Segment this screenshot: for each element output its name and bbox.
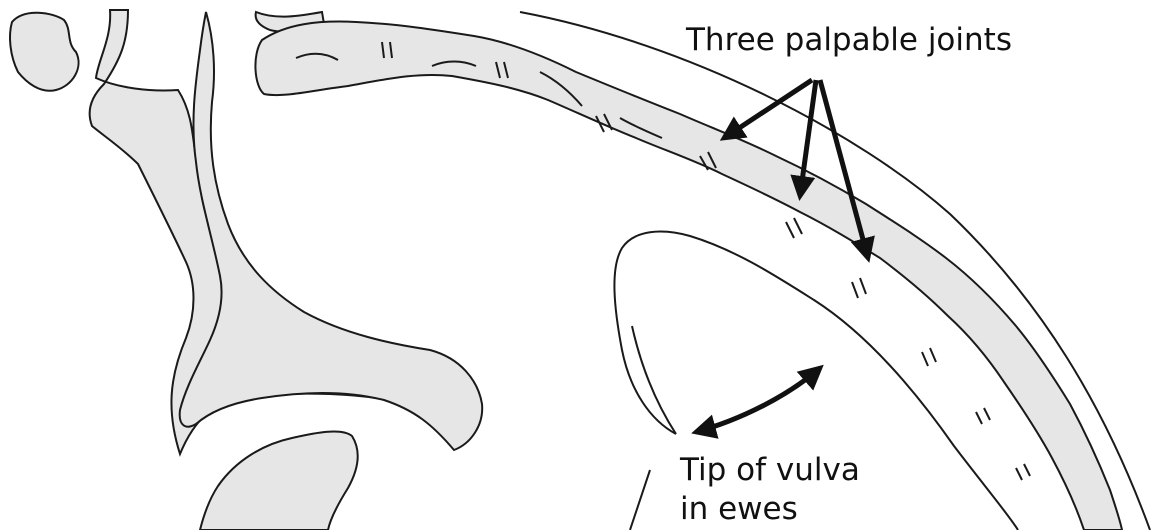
label-three-palpable-joints: Three palpable joints	[686, 22, 1012, 58]
arrow-joint-1	[724, 80, 812, 138]
femur-bone-lower-left	[200, 432, 358, 530]
joint-mark	[1016, 464, 1030, 480]
joint-mark	[922, 348, 936, 366]
label-in-ewes: in ewes	[680, 491, 798, 527]
joint-mark	[852, 278, 866, 298]
label-tip-of-vulva: Tip of vulva	[680, 452, 860, 488]
pelvic-bone-fragment-top-left	[10, 13, 79, 91]
vulva-lower-line	[630, 470, 650, 530]
double-headed-arrow	[696, 368, 820, 432]
joint-mark	[976, 408, 990, 424]
joint-mark	[786, 218, 802, 238]
